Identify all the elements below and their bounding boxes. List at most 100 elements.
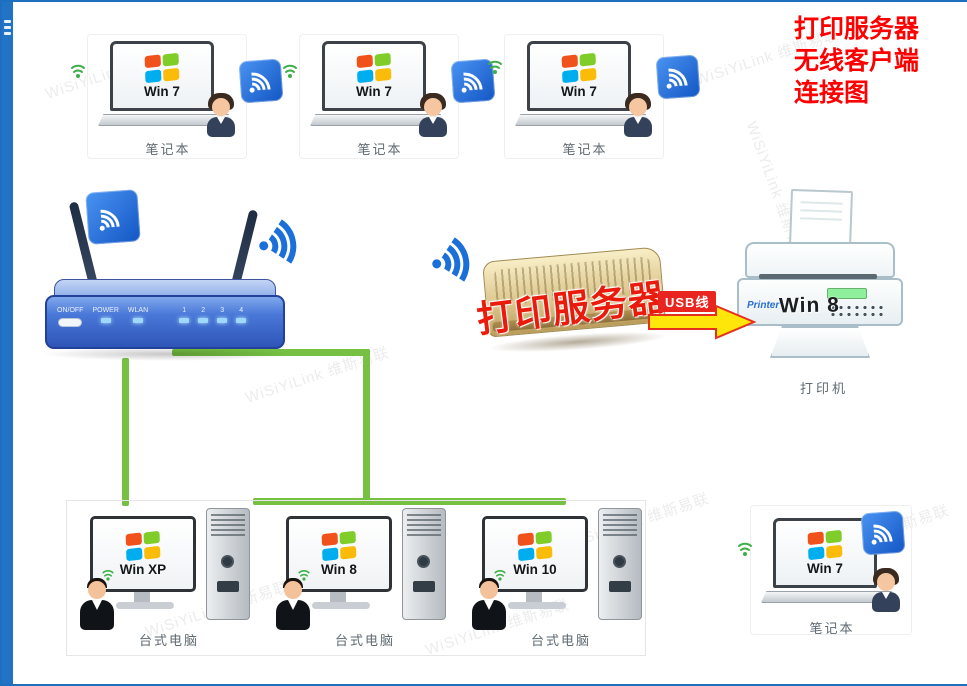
os-name: Win 7 <box>561 83 597 99</box>
green-wireless-icon <box>494 568 507 582</box>
pc-tower <box>402 508 446 620</box>
laptop-screen: Win 7 <box>110 41 214 111</box>
node-label: 笔记本 <box>357 142 403 157</box>
printer-display <box>827 288 867 299</box>
desktop-node-1: Win XP 台式电脑 <box>74 504 264 654</box>
windows-logo-icon <box>561 52 597 83</box>
node-label: 打印机 <box>799 381 848 396</box>
ethernet-cable <box>172 349 370 356</box>
pc-monitor: Win 10 <box>482 516 588 592</box>
router-port-1: 1 <box>179 307 190 323</box>
green-wireless-icon <box>737 540 753 558</box>
node-label: 笔记本 <box>562 142 608 157</box>
user-avatar <box>621 93 655 139</box>
router-led <box>236 318 247 323</box>
wifi-badge-icon <box>860 510 906 556</box>
user-avatar <box>869 568 903 614</box>
os-name: Win 10 <box>513 561 557 577</box>
laptop-node-3: Win 7 笔记本 <box>504 34 664 159</box>
green-wireless-icon <box>102 568 115 582</box>
pc-tower <box>206 508 250 620</box>
router-port-4: 4 <box>236 307 247 323</box>
node-label: 笔记本 <box>145 142 191 157</box>
monitor-stand <box>134 592 150 602</box>
os-name: Win 7 <box>356 83 392 99</box>
windows-logo-icon <box>144 52 180 83</box>
router-led <box>133 318 144 323</box>
laptop-screen: Win 7 <box>322 41 426 111</box>
os-name: Win 7 <box>144 83 180 99</box>
pc-monitor: Win XP <box>90 516 196 592</box>
laptop-node-2: Win 7 笔记本 <box>299 34 459 159</box>
windows-logo-icon <box>125 530 161 561</box>
user-avatar <box>416 93 450 139</box>
wifi-badge-icon <box>238 58 284 104</box>
router-front-panel: ON/OFF POWER WLAN 1 2 <box>57 307 275 343</box>
strip-mark <box>4 26 11 29</box>
router-onoff-button <box>58 318 83 327</box>
title-line-1: 打印服务器 <box>794 16 920 43</box>
green-wireless-icon <box>298 568 311 582</box>
printer-keypad <box>829 304 887 318</box>
windows-logo-icon <box>321 530 357 561</box>
pc-tower <box>598 508 642 620</box>
windows-logo-icon <box>356 52 392 83</box>
windows-logo-icon <box>807 529 843 560</box>
monitor-base <box>508 602 566 609</box>
router-port-3: 3 <box>217 307 228 323</box>
title-line-2: 无线客户端 <box>794 48 920 75</box>
laptop-illustration: Win 7 笔记本 <box>88 35 246 158</box>
monitor-stand <box>330 592 346 602</box>
user-avatar <box>470 578 508 632</box>
monitor-base <box>116 602 174 609</box>
wifi-signal-icon <box>225 204 327 284</box>
node-label: 笔记本 <box>809 621 855 636</box>
os-name: Win 7 <box>807 560 843 576</box>
printer-paper <box>789 188 853 250</box>
green-wireless-icon <box>282 62 298 80</box>
printer: Printer Win 8 打印机 <box>735 188 913 396</box>
router-onoff: ON/OFF <box>57 307 83 327</box>
left-border-strip <box>2 2 13 684</box>
user-avatar <box>204 93 238 139</box>
os-name: Win 8 <box>321 561 357 577</box>
desktop-group-box <box>66 500 646 656</box>
usb-cable-label: USB线 <box>658 291 717 312</box>
router-led <box>179 318 190 323</box>
laptop-node-1: Win 7 笔记本 <box>87 34 247 159</box>
router-led <box>198 318 209 323</box>
strip-mark <box>4 32 11 35</box>
printer-tray <box>770 326 870 358</box>
wifi-badge-icon <box>85 189 141 245</box>
router-wlan: WLAN <box>128 307 148 323</box>
wifi-badge-icon <box>655 54 701 100</box>
laptop-illustration: Win 7 笔记本 <box>505 35 663 158</box>
usb-arrow-icon <box>648 304 758 345</box>
node-label: 台式电脑 <box>334 633 395 648</box>
router-body: ON/OFF POWER WLAN 1 2 <box>45 295 285 349</box>
printer-slot <box>759 274 877 279</box>
title-line-3: 连接图 <box>794 80 870 107</box>
strip-mark <box>4 20 11 23</box>
diagram-title: 打印服务器 无线客户端 连接图 <box>794 14 919 110</box>
green-wireless-icon <box>70 62 86 80</box>
printer-body: Printer <box>737 278 903 326</box>
router-shadow <box>40 347 290 361</box>
printer-brand: Printer <box>747 300 780 311</box>
desktop-node-3: Win 10 台式电脑 <box>466 504 656 654</box>
laptop-screen: Win 7 <box>527 41 631 111</box>
laptop-illustration: Win 7 笔记本 <box>300 35 458 158</box>
green-wireless-icon <box>487 58 503 76</box>
node-label: 台式电脑 <box>530 633 591 648</box>
monitor-base <box>312 602 370 609</box>
windows-logo-icon <box>517 530 553 561</box>
ethernet-cable <box>253 498 566 505</box>
os-name: Win XP <box>119 561 167 577</box>
printer-watermark: Win 8 <box>778 293 840 318</box>
router-led <box>100 318 111 323</box>
wireless-router: ON/OFF POWER WLAN 1 2 <box>40 187 295 367</box>
printer-top <box>745 242 895 278</box>
user-avatar <box>78 578 116 632</box>
monitor-stand <box>526 592 542 602</box>
